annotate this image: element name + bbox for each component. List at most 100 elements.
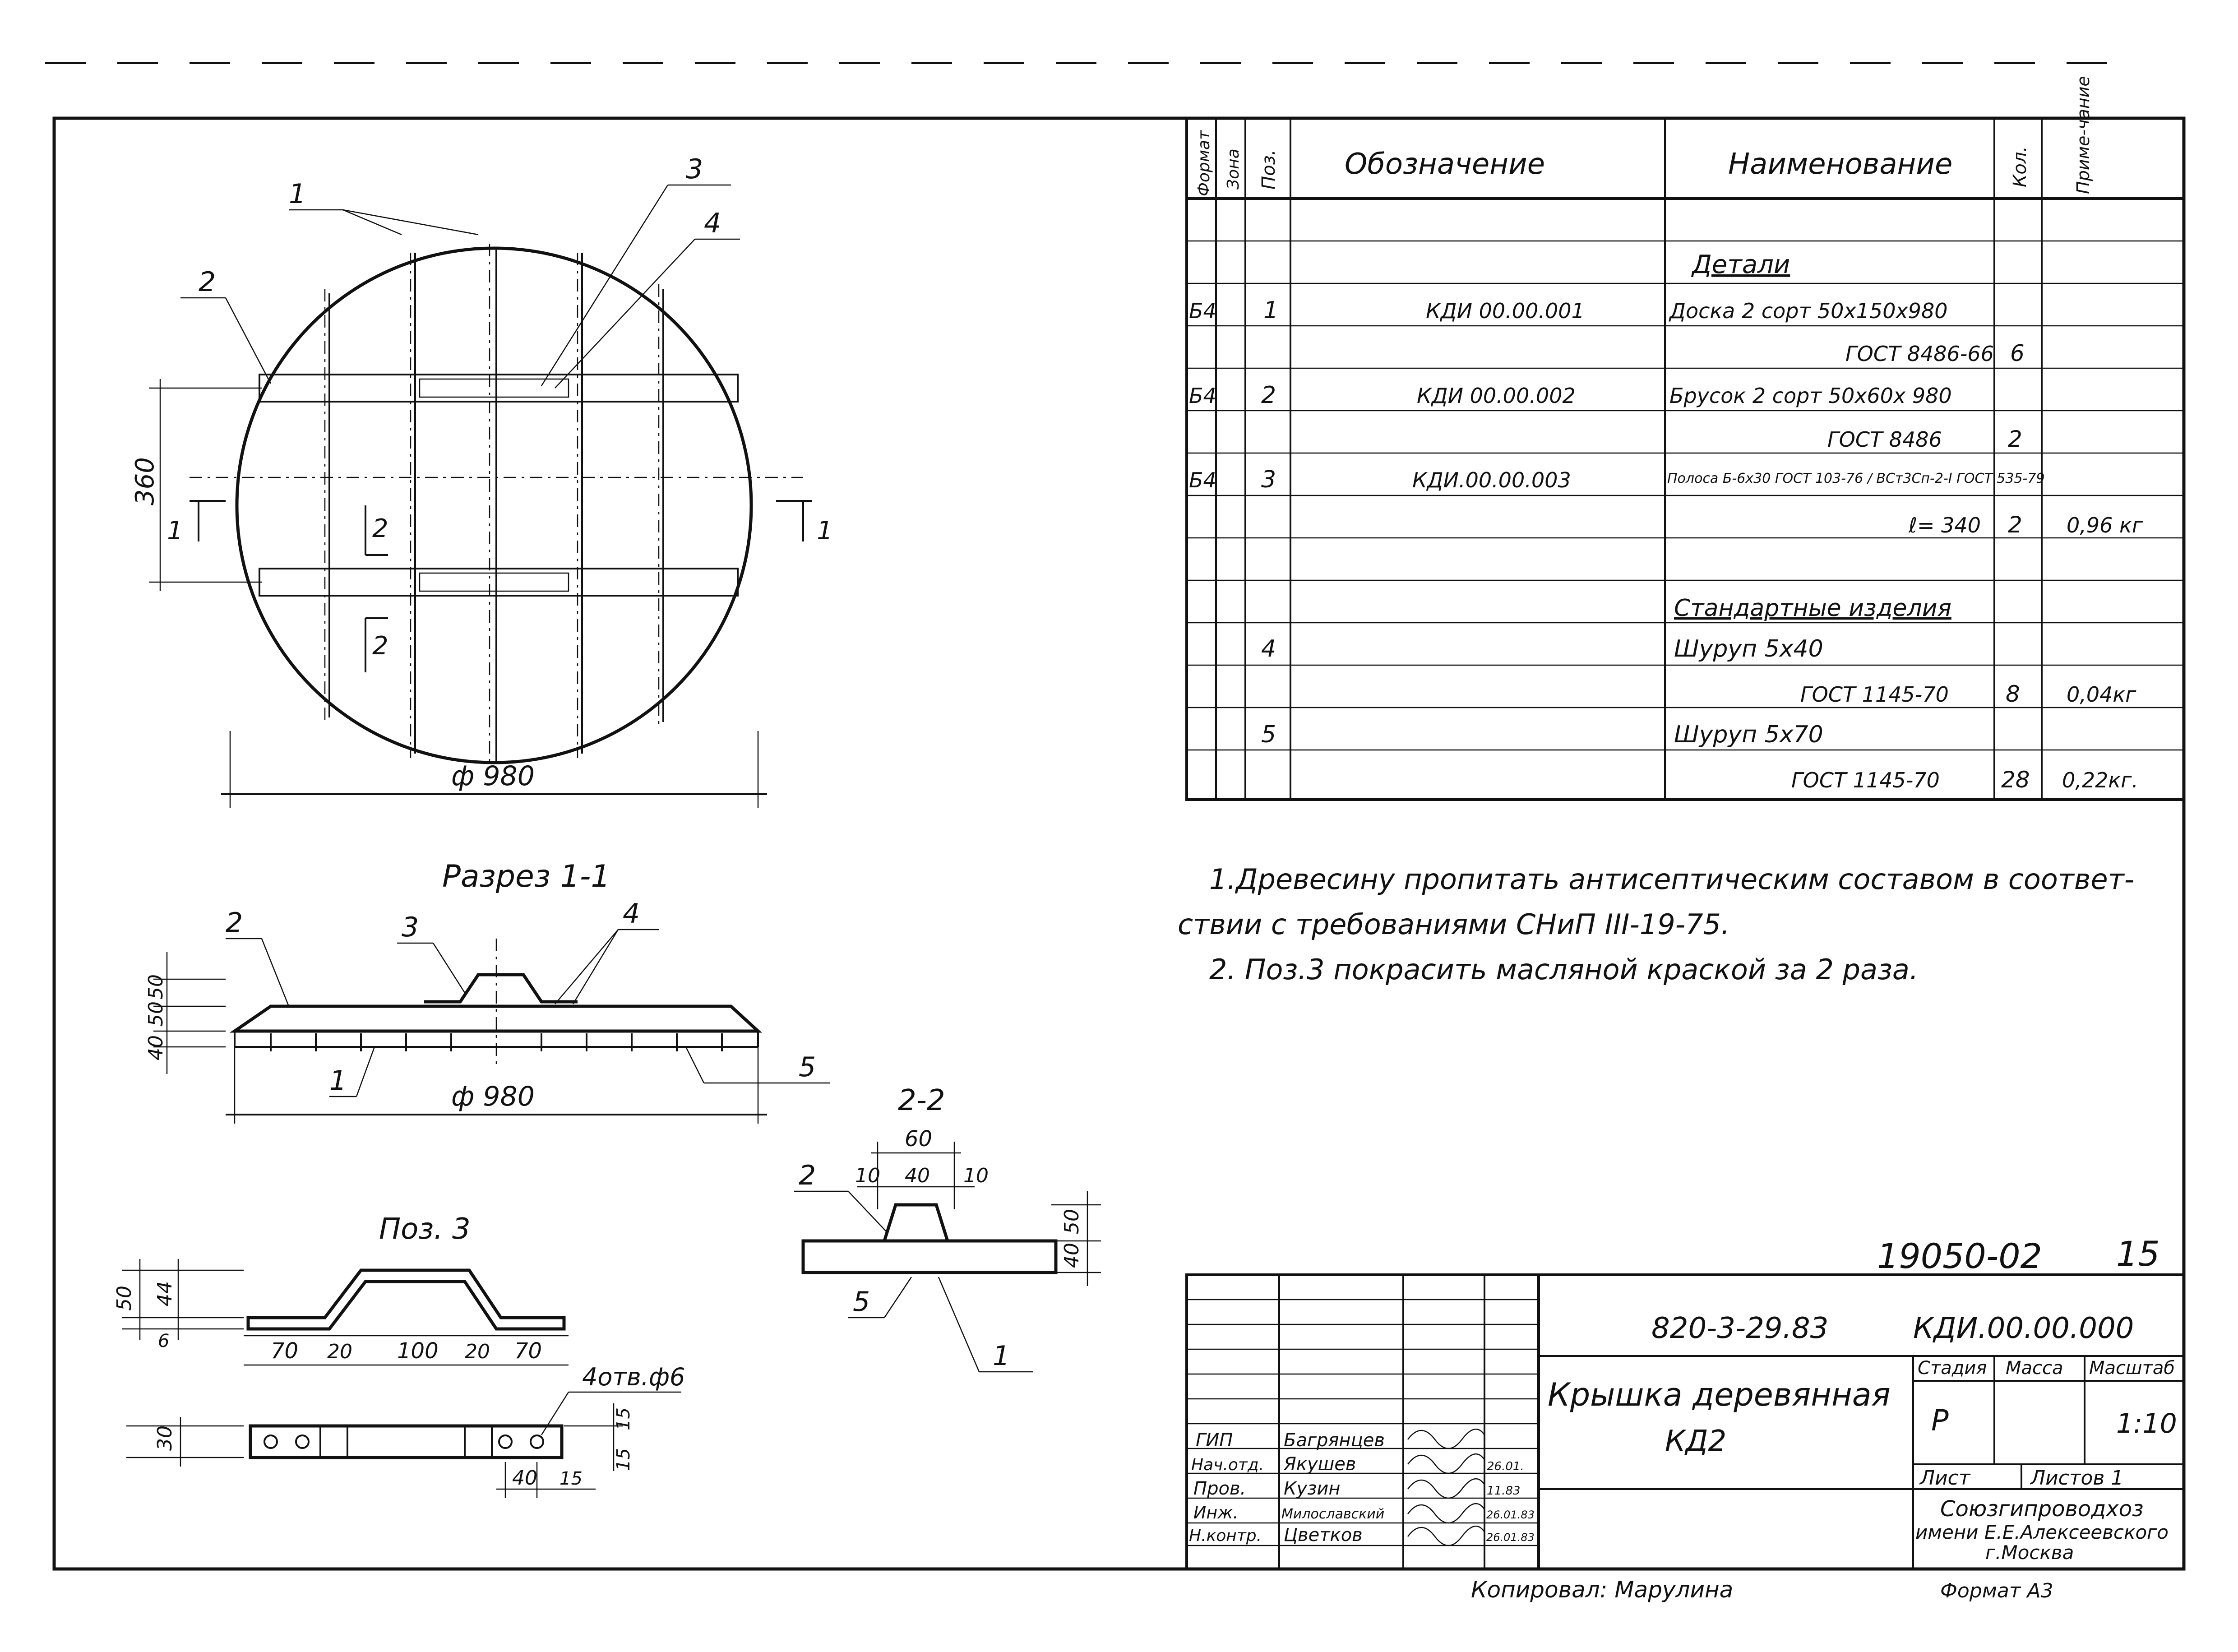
spec-row-13-name: Шуруп 5х70 — [1674, 721, 1823, 748]
plan-leader-3: 3 — [686, 153, 703, 185]
signer-3-date: 11.83 — [1487, 1484, 1520, 1498]
spec-row-12-note: 0,04кг — [2067, 682, 2136, 707]
section22-dim-10a: 10 — [855, 1164, 880, 1187]
spec-header-note: Приме-чание — [2073, 76, 2093, 194]
spec-row-7-pos: 3 — [1261, 466, 1276, 493]
spec-row-7-name: Полоса Б-6х30 ГОСТ 103-76 / ВСт3Сп-2-I Г… — [1667, 471, 2045, 486]
section22-title: 2-2 — [898, 1084, 945, 1117]
section11-dim-40: 40 — [144, 1035, 167, 1060]
spec-row-3-code: КДИ 00.00.001 — [1426, 299, 1585, 323]
section22-leader-1: 1 — [993, 1340, 1010, 1372]
pos3-dim-50: 50 — [113, 1286, 136, 1311]
pos3-dim-15a: 15 — [613, 1407, 634, 1430]
signer-1-role: ГИП — [1196, 1430, 1233, 1451]
note-line-3: 2. Поз.3 покрасить масляной краской за 2… — [1209, 953, 1919, 986]
spec-row-12-name: ГОСТ 1145-70 — [1800, 682, 1949, 707]
sheet-label: Лист — [1919, 1467, 1971, 1490]
title-block: 19050-02 15 — [1185, 1234, 2185, 1570]
signer-5-name: Цветков — [1284, 1525, 1363, 1546]
stage-value: Р — [1931, 1404, 1949, 1438]
section-1-1: Разрез 1-1 50 50 40 2 3 — [144, 859, 830, 1124]
project-code: 820-3-29.83 — [1651, 1312, 1828, 1345]
spec-table: Формат Зона Поз. Обозначение Наименовани… — [1185, 76, 2185, 801]
section22-mark-top: 2 — [372, 514, 388, 543]
archive-number: 19050-02 — [1877, 1236, 2042, 1276]
scale-value: 1:10 — [2116, 1408, 2177, 1439]
section22-dim-40v: 40 — [1060, 1243, 1083, 1268]
sheets-label: Листов 1 — [2030, 1467, 2123, 1490]
signer-4-name: Милославский — [1281, 1506, 1384, 1522]
spec-header-pos: Поз. — [1258, 149, 1279, 190]
sheet-frame — [52, 116, 2186, 1571]
signer-2-role: Нач.отд. — [1191, 1456, 1264, 1474]
plan-leader-1: 1 — [289, 178, 306, 210]
signer-5-date: 26.01.83 — [1486, 1531, 1535, 1544]
spec-row-5-name: Брусок 2 сорт 50х60х 980 — [1669, 384, 1952, 408]
section11-dim-50a: 50 — [144, 974, 167, 1000]
pos3-dim-70b: 70 — [514, 1338, 542, 1364]
pos3-title: Поз. 3 — [379, 1212, 471, 1246]
section22-dim-40: 40 — [905, 1164, 930, 1187]
doc-code: КДИ.00.00.000 — [1913, 1312, 2134, 1345]
spec-row-7-fmt: Б4 — [1189, 468, 1216, 492]
lid-circle — [235, 246, 753, 764]
section11-leader-1: 1 — [329, 1065, 347, 1097]
copied-by: Копировал: Марулина — [1471, 1577, 1733, 1603]
sheet-format: Формат А3 — [1940, 1579, 2053, 1602]
spec-row-8-name: ℓ= 340 — [1908, 513, 1981, 537]
spec-row-10-name: Стандартные изделия — [1674, 595, 1951, 622]
spec-row-2-name: Детали — [1691, 250, 1790, 279]
signer-3-name: Кузин — [1284, 1478, 1341, 1499]
org-line3: г.Москва — [1985, 1541, 2074, 1564]
org-line1: Союзгипроводхоз — [1940, 1496, 2144, 1522]
signer-2-date: 26.01. — [1487, 1460, 1524, 1473]
spec-row-4-qty: 6 — [2010, 340, 2025, 366]
pos3-holes-note: 4отв.ф6 — [582, 1363, 685, 1391]
spec-row-7-code: КДИ.00.00.003 — [1412, 468, 1571, 492]
pos3-dim-44: 44 — [153, 1281, 176, 1306]
spec-header-format: Формат — [1195, 130, 1213, 196]
spec-row-14-name: ГОСТ 1145-70 — [1791, 768, 1940, 792]
doc-name-line1: Крышка деревянная — [1548, 1376, 1891, 1413]
section22-dim-60: 60 — [905, 1126, 932, 1152]
signature-1 — [1407, 1428, 1485, 1449]
signer-5-role: Н.контр. — [1189, 1527, 1262, 1545]
spec-row-8-qty: 2 — [2008, 512, 2022, 538]
signature-2 — [1407, 1453, 1485, 1474]
pos3-dim-15c: 15 — [560, 1468, 583, 1489]
section11-dim-diam: ф 980 — [451, 1081, 535, 1112]
spec-row-12-qty: 8 — [2006, 681, 2020, 707]
org-line2: имени Е.Е.Алексеевского — [1915, 1521, 2169, 1543]
doc-name-line2: КД2 — [1665, 1425, 1726, 1458]
pos3-dim-40: 40 — [512, 1467, 537, 1490]
spec-header-zone: Зона — [1224, 148, 1243, 190]
spec-header-code: Обозначение — [1345, 148, 1545, 181]
section11-dim-50b: 50 — [144, 1001, 167, 1027]
section11-leader-4: 4 — [623, 898, 640, 930]
pos3-detail: Поз. 3 50 44 6 70 20 100 20 70 30 4отв.ф… — [113, 1212, 685, 1498]
spec-row-13-pos: 5 — [1261, 721, 1276, 748]
mass-label: Масса — [2006, 1358, 2063, 1379]
pos3-dim-15b: 15 — [613, 1448, 634, 1471]
signer-3-role: Пров. — [1193, 1478, 1246, 1499]
section-2-2: 2-2 60 10 40 10 50 40 2 5 1 — [794, 1084, 1101, 1373]
signer-4-role: Инж. — [1193, 1503, 1239, 1522]
section22-dim-10b: 10 — [963, 1164, 989, 1187]
pos3-dim-20b: 20 — [465, 1340, 490, 1363]
spec-row-3-name: Доска 2 сорт 50х150х980 — [1669, 299, 1948, 323]
section11-title: Разрез 1-1 — [442, 859, 610, 894]
note-line-2: ствии с требованиями СНиП III-19-75. — [1178, 908, 1730, 941]
spec-row-6-name: ГОСТ 8486 — [1827, 427, 1942, 452]
spec-row-4-name: ГОСТ 8486-66 — [1845, 342, 1994, 366]
plan-leader-2: 2 — [199, 266, 216, 298]
spec-row-5-pos: 2 — [1261, 382, 1276, 409]
plan-view: 360 1 1 2 2 1 2 3 4 ф 980 — [130, 153, 833, 808]
pos3-dim-20a: 20 — [327, 1340, 352, 1363]
sheet-corner-number: 15 — [2116, 1234, 2160, 1274]
signer-1-name: Багрянцев — [1284, 1430, 1385, 1451]
section11-leader-3: 3 — [402, 912, 419, 943]
plan-dim-diam: ф 980 — [451, 760, 535, 792]
spec-row-6-qty: 2 — [2008, 426, 2022, 452]
spec-row-3-fmt: Б4 — [1189, 299, 1216, 323]
